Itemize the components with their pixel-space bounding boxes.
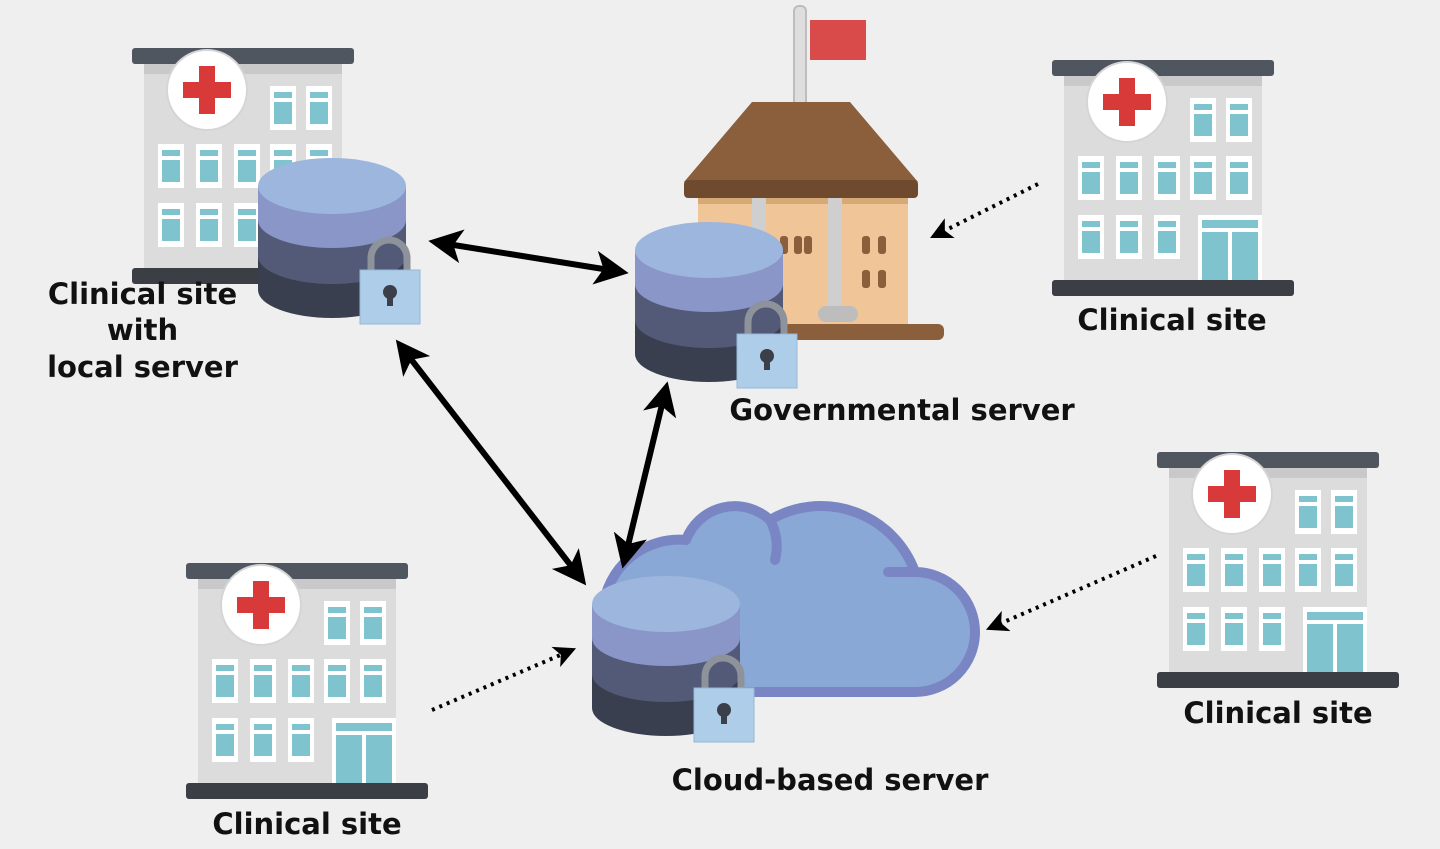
cloud-server-database [592, 576, 754, 742]
clinical-site-bottom-right-label: Clinical site [1183, 696, 1373, 730]
dotted-arrow-site-bottom-right [985, 554, 1157, 632]
clinical-site-bottom-left-label: Clinical site [212, 807, 402, 841]
local-site-label-line2: with [106, 313, 179, 348]
clinical-site-bottom-right-building [1156, 451, 1400, 689]
local-site-label-line3: local server [47, 349, 238, 384]
arrow-local-to-governmental [428, 229, 629, 285]
clinical-site-top-right-label: Clinical site [1077, 303, 1267, 337]
local-server-database [258, 158, 420, 324]
local-site-label-line1: Clinical site [47, 277, 238, 311]
dotted-arrow-site-top-right [930, 182, 1039, 238]
governmental-building [684, 5, 944, 340]
clinical-site-top-right-building [1051, 59, 1295, 297]
local-site-label: Clinical site with local server [30, 276, 255, 385]
clinical-site-bottom-left-building [185, 562, 429, 800]
dotted-arrow-site-bottom-left [431, 646, 577, 712]
governmental-server-label: Governmental server [729, 393, 1075, 427]
cloud-server-label: Cloud-based server [671, 763, 989, 797]
arrow-governmental-to-cloud [613, 381, 677, 569]
governmental-server-database [635, 222, 797, 388]
arrow-local-to-cloud [395, 339, 587, 586]
